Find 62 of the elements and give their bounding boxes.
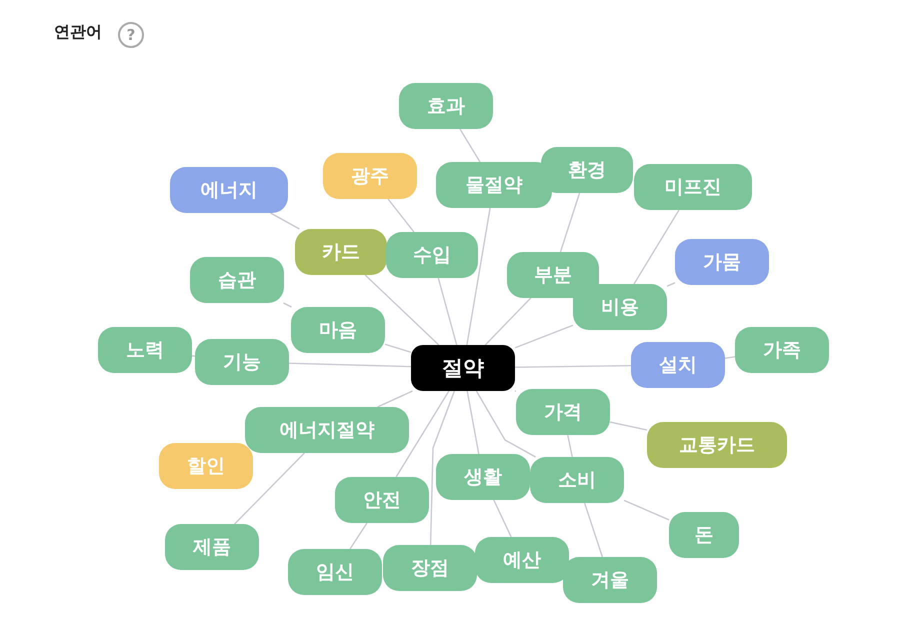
keyword-box: 마음 [291, 307, 385, 353]
connector-line [493, 500, 512, 538]
keyword-box: 장점 [383, 545, 477, 591]
keyword-box: 습관 [190, 257, 284, 303]
connector-line [476, 390, 536, 458]
connector-line [283, 302, 292, 308]
keyword-box: 안전 [335, 477, 429, 523]
connector-line [560, 192, 580, 252]
keyword-box: 에너지 [170, 167, 288, 213]
connector-line [396, 390, 450, 478]
keyword-box: 기능 [195, 339, 289, 385]
keyword-box: 부분 [507, 252, 599, 298]
keyword-box: 임신 [288, 549, 382, 595]
keyword-box: 미프진 [634, 164, 752, 210]
connector-line [666, 282, 676, 287]
connector-line [724, 356, 736, 359]
keyword-box: 소비 [530, 457, 624, 503]
connector-line [584, 502, 604, 558]
connector-line [364, 274, 440, 346]
connector-line [567, 434, 573, 458]
keyword-box: 광주 [323, 153, 417, 199]
keyword-box: 설치 [631, 342, 725, 388]
connector-line [633, 210, 680, 284]
connector-line [514, 324, 574, 348]
keyword-box: 제품 [165, 524, 259, 570]
connector-line [624, 500, 670, 520]
center-keyword-box: 절약 [411, 345, 515, 391]
keyword-box: 할인 [159, 443, 253, 489]
connector-line [388, 198, 414, 232]
connector-line [438, 278, 458, 346]
connector-line [234, 452, 305, 524]
keyword-box: 카드 [295, 229, 387, 275]
keyword-box: 비용 [573, 284, 667, 330]
connector-line [377, 390, 413, 408]
connector-line [515, 365, 631, 368]
connector-line [288, 362, 412, 368]
connector-line [384, 344, 412, 353]
connector-line [430, 390, 455, 546]
connector-line [349, 522, 368, 550]
connector-line [610, 421, 648, 431]
connector-line [484, 298, 532, 346]
connector-line [466, 208, 491, 346]
keyword-box: 효과 [399, 83, 493, 129]
section-title: 연관어 [54, 22, 102, 43]
keyword-box: 수입 [386, 232, 478, 278]
keyword-box: 가족 [735, 327, 829, 373]
connector-line [459, 128, 481, 162]
connector-line [466, 390, 480, 454]
connector-line [192, 355, 196, 357]
keyword-box: 예산 [475, 537, 569, 583]
keyword-box: 겨울 [563, 557, 657, 603]
keyword-box: 노력 [98, 327, 192, 373]
keyword-box: 가격 [516, 389, 610, 435]
keyword-box: 가뭄 [675, 239, 769, 285]
connector-line [270, 212, 300, 230]
keyword-box: 돈 [669, 512, 739, 558]
keyword-box: 환경 [541, 147, 633, 193]
keyword-box: 에너지절약 [245, 407, 409, 453]
keyword-box: 교통카드 [647, 422, 787, 468]
help-icon: ? [118, 22, 144, 48]
keyword-box: 생활 [436, 454, 530, 500]
keyword-box: 물절약 [436, 162, 552, 208]
